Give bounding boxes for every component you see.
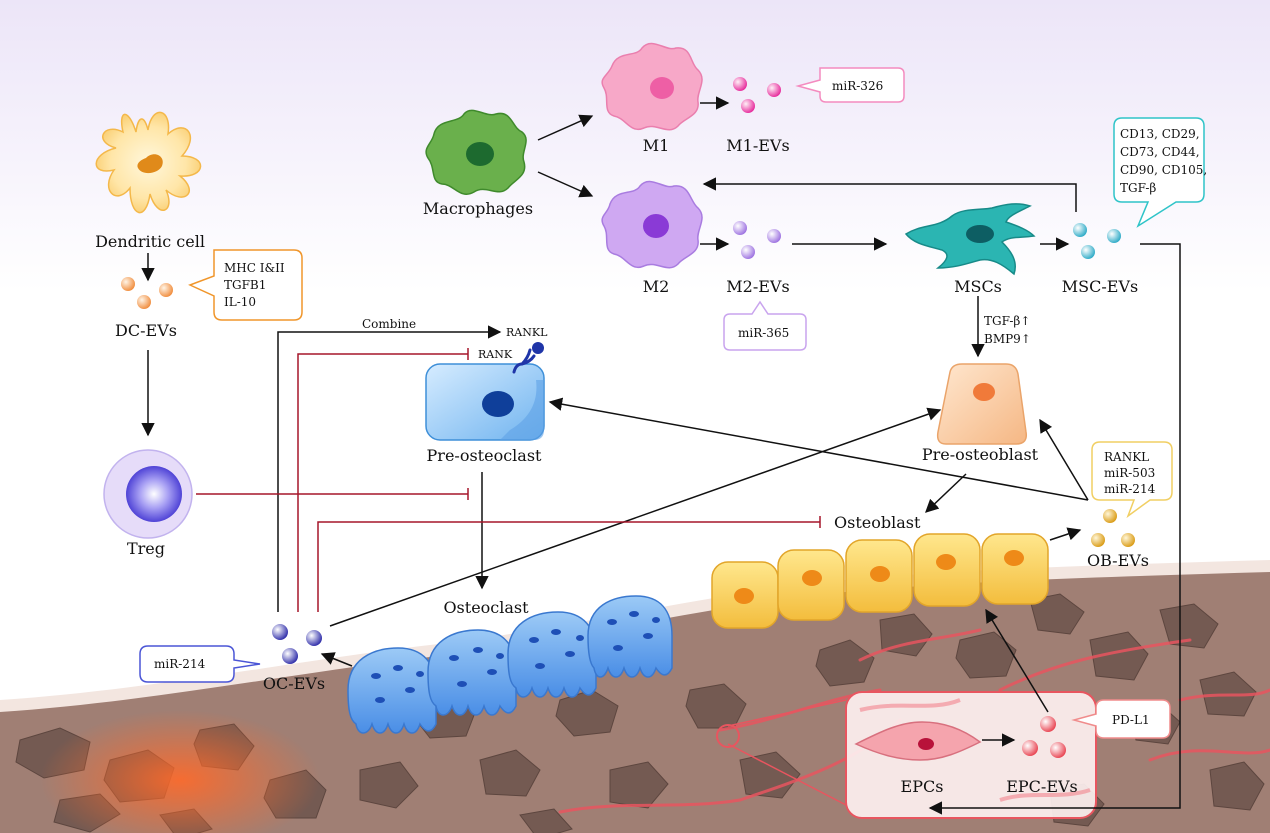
msc-callout-line-3: CD90, CD105, xyxy=(1120,163,1207,177)
dc-callout: MHC I&II TGFB1 IL-10 xyxy=(188,249,303,321)
epc-callout: PD-L1 xyxy=(1071,699,1171,739)
m2-label: M2 xyxy=(643,277,670,296)
arrow-macro-to-m1 xyxy=(537,114,594,141)
msc-callout-line-1: CD13, CD29, xyxy=(1120,127,1200,141)
dendritic-cell-label: Dendritic cell xyxy=(95,232,205,251)
m2-callout-text: miR-365 xyxy=(738,326,789,340)
osteoclast-cell xyxy=(347,647,437,734)
osteoblast-cell xyxy=(711,561,779,629)
dc-evs-label: DC-EVs xyxy=(115,321,177,340)
inhibit-ocevs-rank xyxy=(297,353,468,612)
osteoclast-row xyxy=(347,595,673,734)
msc-evs-label: MSC-EVs xyxy=(1062,277,1138,296)
activation-arrows xyxy=(141,96,1181,815)
osteoblast-cell xyxy=(777,549,845,621)
m1-label: M1 xyxy=(643,136,670,155)
treg-cell xyxy=(103,449,193,539)
msc-evs-vesicles xyxy=(1073,223,1121,259)
epc-cell xyxy=(854,721,982,761)
ob-evs-vesicles xyxy=(1091,509,1135,547)
ob-callout-line-3: miR-214 xyxy=(1104,482,1156,496)
treg-label: Treg xyxy=(127,539,165,558)
msc-callout-line-2: CD73, CD44, xyxy=(1120,145,1200,159)
rank-receptor xyxy=(512,342,544,374)
m2-evs-vesicles xyxy=(733,221,781,259)
mscs-label: MSCs xyxy=(954,277,1002,296)
ob-callout-line-2: miR-503 xyxy=(1104,466,1155,480)
osteoblast-label: Osteoblast xyxy=(834,513,921,532)
m2-evs-label: M2-EVs xyxy=(726,277,789,296)
ob-evs-label: OB-EVs xyxy=(1087,551,1149,570)
m2-callout: miR-365 xyxy=(723,300,807,351)
dc-callout-line-3: IL-10 xyxy=(224,295,256,309)
dc-callout-line-1: MHC I&II xyxy=(224,261,285,275)
epc-callout-text: PD-L1 xyxy=(1112,713,1150,727)
rank-label: RANK xyxy=(478,348,513,361)
m1-callout: miR-326 xyxy=(795,67,905,103)
epcs-label: EPCs xyxy=(901,777,944,796)
oc-evs-vesicles xyxy=(272,624,322,664)
osteoblast-cell xyxy=(845,539,913,613)
dc-evs-vesicles xyxy=(121,277,173,309)
inhibit-ocevs-osteoblast xyxy=(317,521,820,612)
arrow-mscevs-to-m2 xyxy=(702,177,1077,212)
inhibition-lines xyxy=(196,348,821,612)
rankl-label: RANKL xyxy=(506,326,548,339)
arrow-epcevs-to-ob xyxy=(985,608,1049,713)
arrow-preob-to-ob xyxy=(925,473,967,513)
dc-callout-line-2: TGFB1 xyxy=(224,278,266,292)
dendritic-cell xyxy=(95,111,202,214)
arrow-ob-to-obevs xyxy=(1049,527,1082,541)
osteoclast-cell xyxy=(507,611,597,698)
arrow-obevs-to-preoc xyxy=(548,397,1089,501)
oc-evs-label: OC-EVs xyxy=(263,674,325,693)
pre-osteoclast-cell xyxy=(425,363,545,441)
oc-callout: miR-214 xyxy=(139,645,261,683)
osteoclast-cell xyxy=(587,595,673,678)
osteoclast-label: Osteoclast xyxy=(443,598,529,617)
macrophages-label: Macrophages xyxy=(423,199,533,218)
epc-evs-vesicles xyxy=(1022,716,1066,758)
pre-osteoclast-label: Pre-osteoclast xyxy=(427,446,542,465)
m1-evs-label: M1-EVs xyxy=(726,136,789,155)
tgf-up-label: TGF-β↑ xyxy=(984,314,1030,328)
pre-osteoblast-label: Pre-osteoblast xyxy=(922,445,1039,464)
m2-cell xyxy=(601,180,703,269)
osteoblast-cell xyxy=(981,533,1049,605)
osteoblast-cell xyxy=(913,533,981,607)
m1-evs-vesicles xyxy=(733,77,781,113)
arrow-oc-to-ocevs xyxy=(320,652,353,667)
msc-cell xyxy=(904,203,1036,276)
arrow-mscevs-to-epcs xyxy=(928,243,1181,815)
msc-callout: CD13, CD29, CD73, CD44, CD90, CD105, TGF… xyxy=(1113,117,1207,228)
osteoblast-row xyxy=(711,533,1049,629)
ob-callout: RANKL miR-503 miR-214 xyxy=(1091,441,1173,519)
epc-evs-label: EPC-EVs xyxy=(1006,777,1078,796)
bmp9-up-label: BMP9↑ xyxy=(984,332,1031,346)
osteoclast-cell xyxy=(427,629,517,716)
ob-callout-line-1: RANKL xyxy=(1104,450,1149,464)
combine-label: Combine xyxy=(362,317,416,331)
msc-callout-line-4: TGF-β xyxy=(1120,181,1156,195)
macrophage-cell xyxy=(425,109,527,195)
arrow-macro-to-m2 xyxy=(537,171,594,198)
m1-callout-text: miR-326 xyxy=(832,79,883,93)
pre-osteoblast-cell xyxy=(936,363,1028,445)
arrow-ocevs-to-preob xyxy=(329,407,942,627)
arrow-ocevs-combine-rankl xyxy=(277,325,502,612)
arrow-obevs-to-preob xyxy=(1039,418,1089,501)
oc-callout-text: miR-214 xyxy=(154,657,206,671)
m1-cell xyxy=(601,42,703,131)
